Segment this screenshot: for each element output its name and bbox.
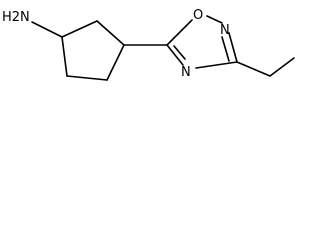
ring-nitrogen-2-label: N xyxy=(220,23,230,38)
bond-n4-c5-inner xyxy=(173,45,186,60)
bond-n2-c3-inner xyxy=(221,36,230,62)
bond-cyclopentane-2 xyxy=(96,20,125,46)
bond-cyclopentane-1 xyxy=(61,20,98,38)
bond-n2-c3 xyxy=(228,32,238,63)
ring-nitrogen-4-label: N xyxy=(181,65,191,80)
bond-cyclopentane-5 xyxy=(61,36,68,77)
bond-o1-n2 xyxy=(206,15,223,24)
bond-amine-c1 xyxy=(31,21,63,38)
bond-ethyl-ch2-ch3 xyxy=(269,57,295,77)
bond-cyclopentane-3 xyxy=(106,44,125,81)
bond-c3-n4 xyxy=(195,61,238,69)
bond-cyclopentane-4 xyxy=(66,75,108,81)
molecule-structure: H2N O N N xyxy=(2,8,295,81)
ring-oxygen-label: O xyxy=(193,8,203,23)
bond-n4-c5 xyxy=(166,44,184,66)
bond-c3-ethyl-ch2 xyxy=(236,61,271,77)
amine-label: H2N xyxy=(2,10,30,25)
bond-c5-o1 xyxy=(166,19,193,46)
